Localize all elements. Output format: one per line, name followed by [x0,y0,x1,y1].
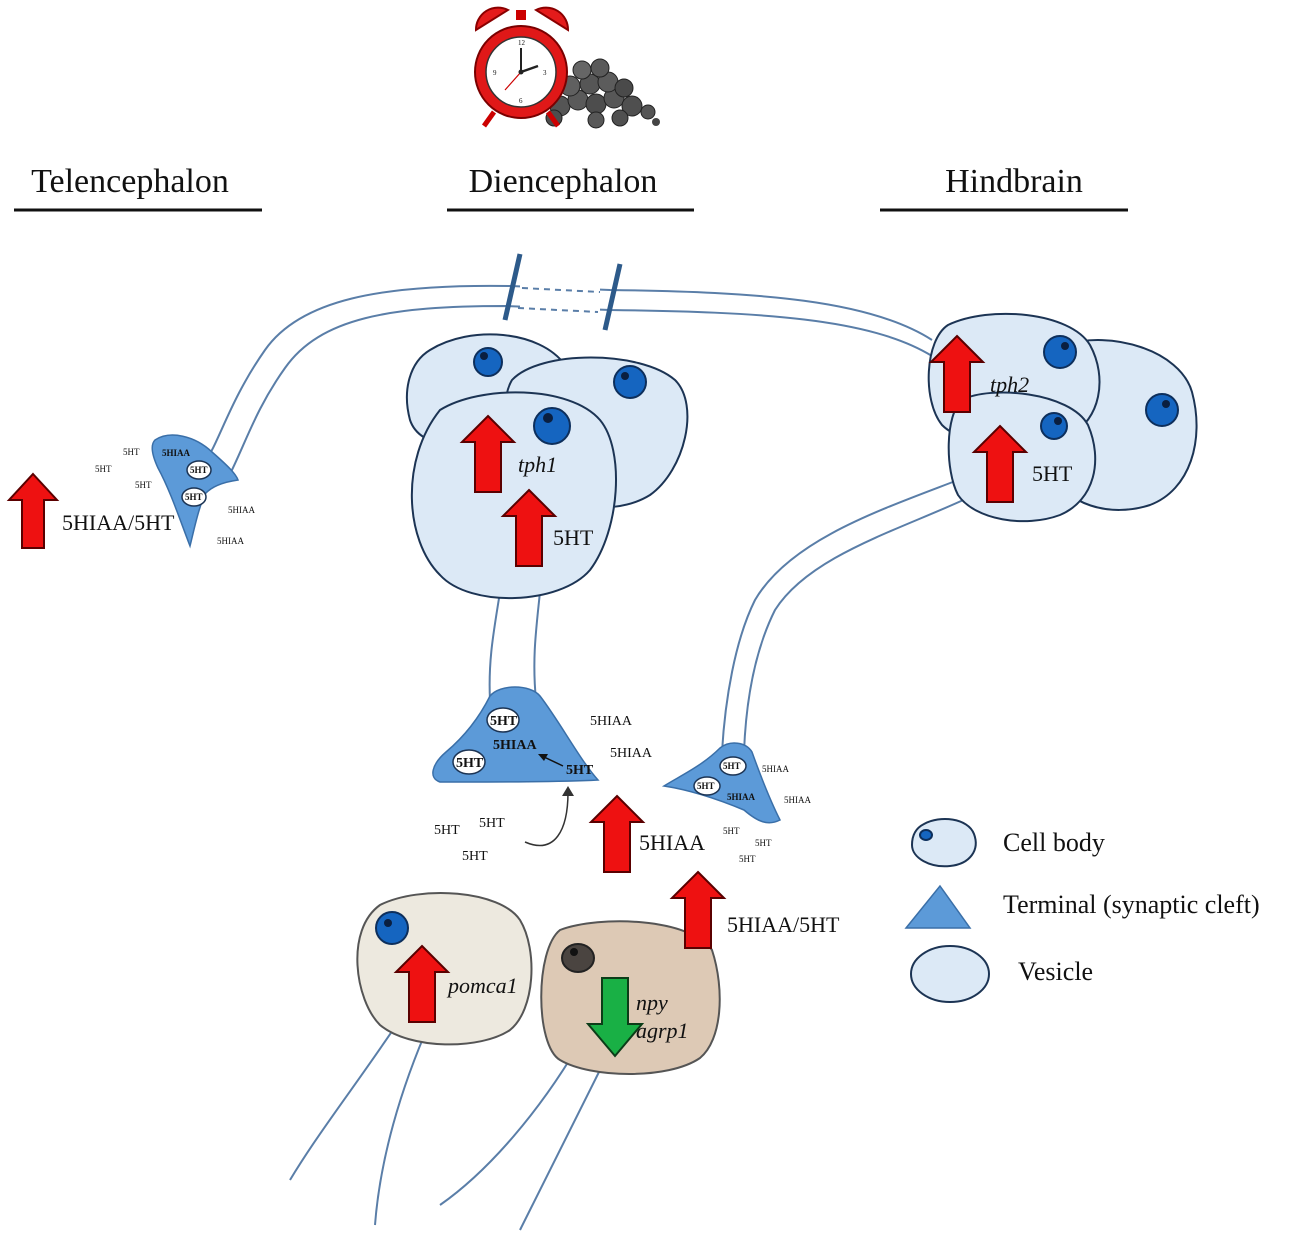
axon-hindbrain-to-telencephalon [204,253,933,479]
feed-pellets-icon [545,58,660,129]
label-5ht: 5HT [456,756,484,771]
svg-text:5HT: 5HT [434,823,460,838]
arrow-up-icon [500,488,558,567]
axon-diencephalon [488,591,541,701]
svg-text:5HIAA: 5HIAA [762,764,789,774]
svg-text:3: 3 [543,69,547,77]
legend-terminal-icon [904,884,972,929]
arrow-down-icon [585,977,645,1058]
vesicle [486,707,520,733]
svg-text:5HT: 5HT [723,826,740,836]
axon-hindbrain-to-diencephalon [721,479,973,753]
svg-text:5HIAA: 5HIAA [217,536,244,546]
svg-text:5HT: 5HT [479,816,505,831]
label-5hiaa: 5HIAA [493,738,537,753]
free-molecule-labels: 5HT 5HT 5HT 5HIAA 5HIAA 5HIAA 5HIAA 5HT … [95,447,811,864]
terminal-telencephalon: 5HIAA 5HT 5HT [151,434,239,549]
label-npy: npy [636,990,668,1015]
label-5ht: 5HT [566,763,594,778]
label-5ht: 5HT [190,465,208,475]
label-di-5hiaa: 5HIAA [639,830,705,855]
arrow-up-icon [393,944,451,1023]
terminal-diencephalon: 5HT 5HIAA 5HT 5HT [432,686,600,783]
cell-body-diencephalon-main [410,391,618,599]
label-di-ratio: 5HIAA/5HT [727,912,840,937]
svg-text:5HT: 5HT [739,854,756,864]
label-5ht: 5HT [490,714,518,729]
legend-cell-body-icon [910,817,977,868]
svg-text:5HIAA: 5HIAA [590,714,633,729]
arrow-up-icon [669,870,727,949]
label-tph2: tph2 [990,372,1029,397]
legend: Cell body Terminal (synaptic cleft) Vesi… [904,817,1260,1003]
svg-text:5HIAA: 5HIAA [228,505,255,515]
neuron-projections [289,1011,603,1231]
label-5ht: 5HT [723,761,741,771]
label-5hiaa: 5HIAA [162,448,191,458]
vesicle [693,776,721,796]
svg-text:5HT: 5HT [123,447,140,457]
svg-text:5HIAA: 5HIAA [610,746,653,761]
svg-text:5HT: 5HT [462,849,488,864]
label-5ht: 5HT [697,781,715,791]
arrow-up-icon [6,472,60,549]
label-pomca1: pomca1 [446,973,518,998]
label-tph1: tph1 [518,452,557,477]
svg-text:6: 6 [519,97,523,105]
legend-terminal-label: Terminal (synaptic cleft) [1003,890,1260,919]
reuptake-arrowhead [562,786,574,796]
vesicle [181,487,207,507]
svg-text:5HT: 5HT [95,464,112,474]
legend-vesicle-icon [910,945,990,1003]
cell-body-hindbrain-front [947,391,1097,523]
label-tel-ratio: 5HIAA/5HT [62,510,175,535]
label-agrp1: agrp1 [636,1018,689,1043]
reuptake-arrow [524,791,569,847]
arrow-up-icon [459,414,517,493]
arrow-up-icon [588,794,646,873]
svg-text:12: 12 [518,39,526,47]
label-5hiaa: 5HIAA [727,792,756,802]
legend-cell-body-label: Cell body [1003,828,1105,857]
arrow-up-icon [971,424,1029,503]
vesicle [186,460,212,480]
svg-text:9: 9 [493,69,497,77]
svg-text:5HT: 5HT [135,480,152,490]
neuron-npy-agrp1 [540,920,721,1075]
label-di-5ht: 5HT [553,525,594,550]
label-5ht: 5HT [185,492,203,502]
alarm-clock-icon: 12 3 6 9 [474,6,570,128]
heading-telencephalon: Telencephalon [31,163,229,200]
label-hind-5ht: 5HT [1032,461,1073,486]
terminal-diencephalon-right: 5HT 5HT 5HIAA [661,742,782,824]
vesicle [452,749,486,775]
heading-diencephalon: Diencephalon [469,163,658,200]
svg-text:5HT: 5HT [755,838,772,848]
vesicle [719,756,747,776]
svg-text:5HIAA: 5HIAA [784,795,811,805]
legend-vesicle-label: Vesicle [1018,957,1093,986]
heading-hindbrain: Hindbrain [945,163,1083,200]
arrow-up-icon [928,334,986,413]
